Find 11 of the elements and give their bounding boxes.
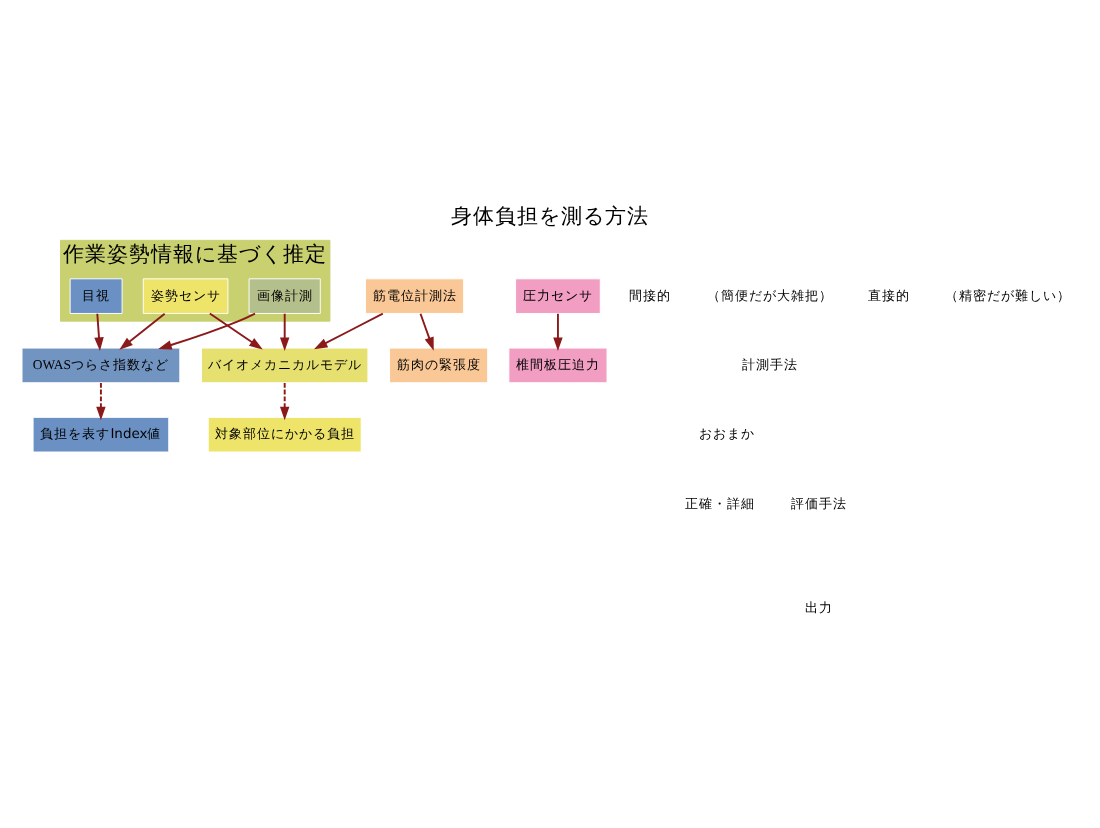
arrow (119, 312, 166, 350)
arrow (279, 312, 290, 351)
arrow (96, 382, 106, 421)
arrow (419, 312, 434, 351)
arrow (208, 312, 263, 350)
arrow (158, 312, 256, 350)
arrow (314, 312, 384, 350)
arrow (94, 312, 104, 351)
diagram-title: 身体負担を測る方法 (451, 204, 649, 229)
arrow (553, 312, 563, 351)
arrow (279, 382, 290, 421)
